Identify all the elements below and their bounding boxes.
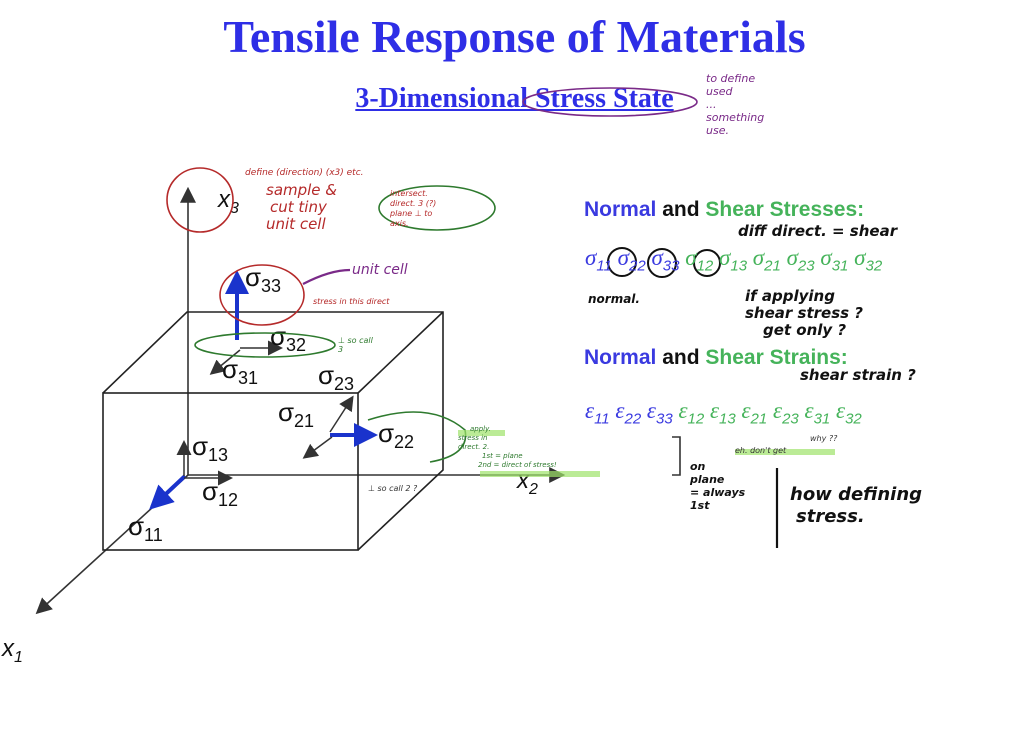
sigma-32-label: σ32	[270, 321, 306, 355]
sigma-13-label: σ13	[192, 431, 228, 465]
subtitle-stress-circle-annotation	[522, 87, 698, 117]
normal-note: normal.	[588, 292, 640, 306]
so-call-note: ⊥ so call 3	[338, 336, 373, 354]
unit-cube	[102, 311, 444, 551]
circle-22	[647, 248, 677, 278]
x3-circle-annotation	[166, 167, 234, 233]
stress-direction-note: stress in this direct	[313, 297, 390, 306]
sigma-11-label: σ11	[128, 511, 163, 545]
strains-heading: Normal and Shear Strains:	[584, 346, 848, 369]
shear-strain-question: shear strain ?	[800, 366, 916, 384]
sigma-31-arrow	[209, 349, 241, 375]
sigma33-circle-annotation	[219, 264, 305, 326]
sigma-23-arrow	[329, 395, 354, 433]
sigma22-circle-annotation	[367, 411, 467, 463]
shear-question-note: if applying shear stress ? get only ?	[745, 287, 863, 339]
x3-label: x3	[217, 186, 239, 217]
sigma-11-arrow	[149, 474, 187, 510]
sigma-23-label: σ23	[318, 360, 354, 394]
intersect-note: intersect. direct. 3 (?) plane ⊥ to axis…	[390, 189, 437, 228]
circle-11	[607, 247, 637, 277]
on-plane-note: on plane = always 1st	[690, 460, 746, 512]
slide-title: Tensile Response of Materials	[223, 11, 806, 62]
sigma-12-label: σ12	[202, 476, 238, 510]
x3-define-note: define (direction) (x3) etc.	[245, 168, 364, 178]
shear-stress-list: σ12 σ13 σ21 σ23 σ31 σ32	[685, 245, 883, 275]
sample-note: sample & cut tiny unit cell	[266, 181, 338, 233]
stress-components-row: σ11 σ22 σ33 σ12 σ13 σ21 σ23 σ31 σ32	[585, 245, 882, 275]
why-note: why ??	[810, 434, 838, 443]
shear-strain-list: ε12 ε13 ε21 ε23 ε31 ε32	[678, 398, 862, 428]
sigma-21-label: σ21	[278, 397, 314, 431]
circle-33	[693, 249, 721, 277]
intersect-circle-annotation	[378, 185, 496, 231]
sigma-22-label: σ22	[378, 418, 414, 452]
apply-stress-note: apply. stress in direct. 2. 1st = plane …	[458, 425, 557, 469]
top-right-note: to define used ... something use.	[706, 72, 765, 137]
unit-cell-note: unit cell	[352, 262, 408, 278]
stresses-heading: Normal and Shear Stresses:	[584, 198, 865, 221]
sigma-21-arrow	[302, 436, 333, 459]
sigma-31-label: σ31	[222, 354, 258, 388]
normal-strain-list: ε11 ε22 ε33	[585, 398, 673, 428]
strain-bracket	[672, 436, 681, 476]
how-defining-note: how defining stress.	[790, 484, 923, 527]
normal-stress-list: σ11 σ22 σ33	[585, 245, 680, 275]
perp-so-call-2-note: ⊥ so call 2 ?	[368, 484, 418, 493]
diff-direct-note: diff direct. = shear	[738, 222, 898, 240]
dont-get-note: eh. don't get	[735, 446, 787, 455]
sigma-33-label: σ33	[245, 262, 281, 296]
strain-components-row: ε11 ε22 ε33 ε12 ε13 ε21 ε23 ε31 ε32	[585, 398, 862, 428]
sigma32-circle-annotation	[194, 332, 336, 358]
x1-label: x1	[1, 635, 23, 666]
unit-cell-pointer	[302, 268, 351, 285]
